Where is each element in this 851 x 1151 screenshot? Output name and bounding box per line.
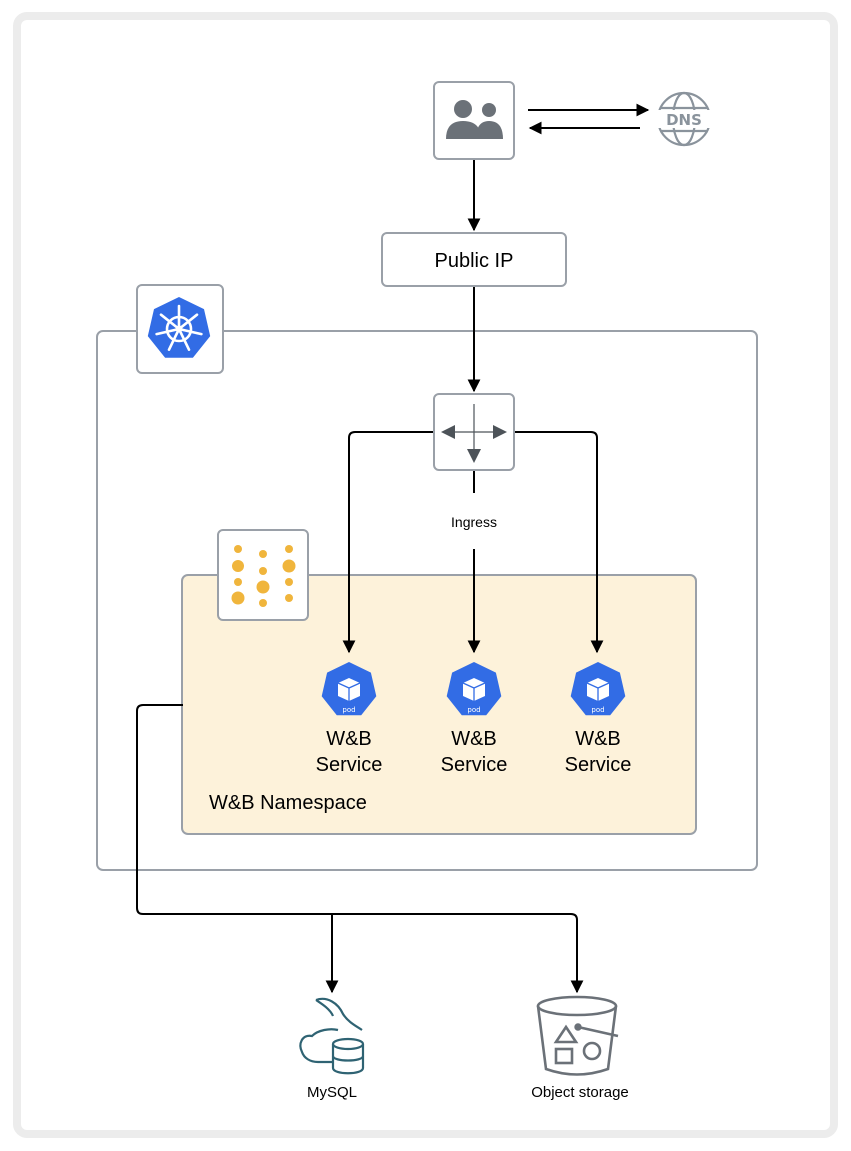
service-label-line1: W&B	[575, 728, 621, 750]
kubernetes-pod-icon: pod	[446, 662, 502, 716]
service-label-line2: Service	[316, 754, 383, 776]
wandb-dots-logo-icon	[231, 545, 296, 607]
dns-label-bg	[656, 110, 712, 128]
kubernetes-pod-icon: pod	[321, 662, 377, 716]
kubernetes-helm-icon	[147, 297, 211, 358]
pod-icon-label: pod	[467, 706, 480, 714]
service-label-line1: W&B	[451, 728, 497, 750]
mysql-dolphin-database-icon	[299, 997, 365, 1075]
namespace-label: W&B Namespace	[209, 792, 367, 814]
ingress-arrows-icon	[441, 404, 507, 463]
service-label-line2: Service	[441, 754, 508, 776]
service-label-line1: W&B	[326, 728, 372, 750]
bucket-icon	[536, 995, 619, 1076]
dns-label: DNS	[666, 111, 702, 129]
public-ip-label: Public IP	[435, 250, 514, 272]
kubernetes-pod-icon: pod	[570, 662, 626, 716]
service-pod-right: pod W&B Service	[565, 662, 632, 776]
object-storage-label: Object storage	[531, 1084, 629, 1101]
users-box	[433, 81, 515, 160]
arrow-namespace-to-storage	[136, 704, 584, 994]
arrow-ingress-to-service-left	[342, 431, 434, 654]
mysql-label: MySQL	[307, 1084, 357, 1101]
service-pod-left: pod W&B Service	[316, 662, 383, 776]
kubernetes-cluster-box	[96, 330, 758, 871]
arrow-ingress-to-service-right	[514, 431, 604, 654]
users-icon	[446, 100, 503, 139]
ingress-label: Ingress	[451, 514, 497, 530]
service-label-line2: Service	[565, 754, 632, 776]
pod-icon-label: pod	[342, 706, 355, 714]
pod-icon-label: pod	[591, 706, 604, 714]
public-ip-box	[381, 232, 567, 287]
service-pod-center: pod W&B Service	[441, 662, 508, 776]
